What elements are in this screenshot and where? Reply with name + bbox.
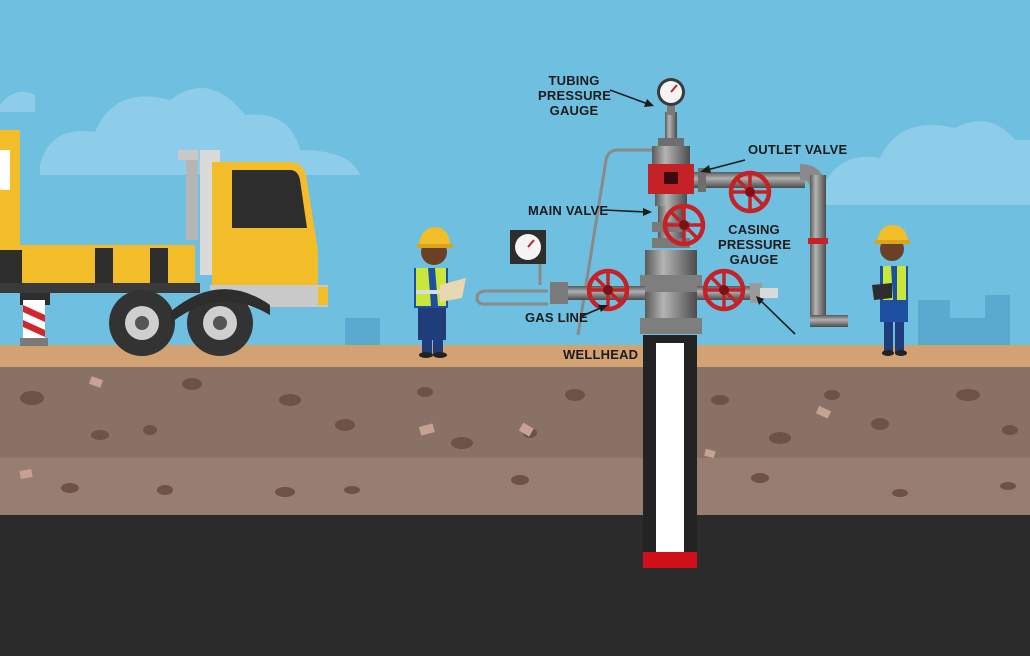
distant-buildings (345, 295, 1010, 350)
label-casing-pressure-gauge: CASING PRESSURE GAUGE (718, 222, 792, 267)
label-casing-line-3: GAUGE (729, 252, 779, 267)
well-casing (643, 335, 697, 568)
soil-layer-upper (0, 367, 1030, 462)
pressure-gauge-icon-gas-line (510, 230, 546, 264)
gas-line-pipe (475, 148, 655, 336)
worker-icon-left (414, 227, 466, 358)
bedrock-layer (0, 515, 1030, 656)
ground-surface (0, 345, 1030, 371)
pressure-gauge-icon-tubing (657, 78, 685, 115)
soil-rocks (20, 378, 1018, 497)
outlet-pipe (690, 164, 848, 327)
label-tubing-pressure-gauge: TUBING PRESSURE GAUGE (538, 73, 612, 118)
soil-layer-lower (0, 458, 1030, 520)
valve-wheel-icon-main (665, 206, 703, 244)
label-outlet-valve: OUTLET VALVE (748, 142, 848, 157)
label-tubing-line-2: PRESSURE (538, 88, 612, 103)
label-wellhead: WELLHEAD (563, 347, 639, 362)
valve-wheel-icon-outlet (731, 173, 769, 211)
leader-arrows (581, 89, 796, 335)
label-casing-line-1: CASING (728, 222, 780, 237)
worker-icon-right (872, 225, 910, 356)
label-tubing-line-3: GAUGE (549, 103, 599, 118)
valve-wheel-icon-right-wing (705, 271, 743, 309)
label-casing-line-2: PRESSURE (718, 237, 792, 252)
clouds (0, 88, 1030, 205)
label-tubing-line-1: TUBING (548, 73, 600, 88)
label-main-valve: MAIN VALVE (528, 203, 609, 218)
soil-pebbles (19, 376, 832, 479)
label-gas-line: GAS LINE (525, 310, 588, 325)
truck-icon (0, 130, 328, 356)
valve-wheel-icon-left-wing (589, 271, 627, 309)
